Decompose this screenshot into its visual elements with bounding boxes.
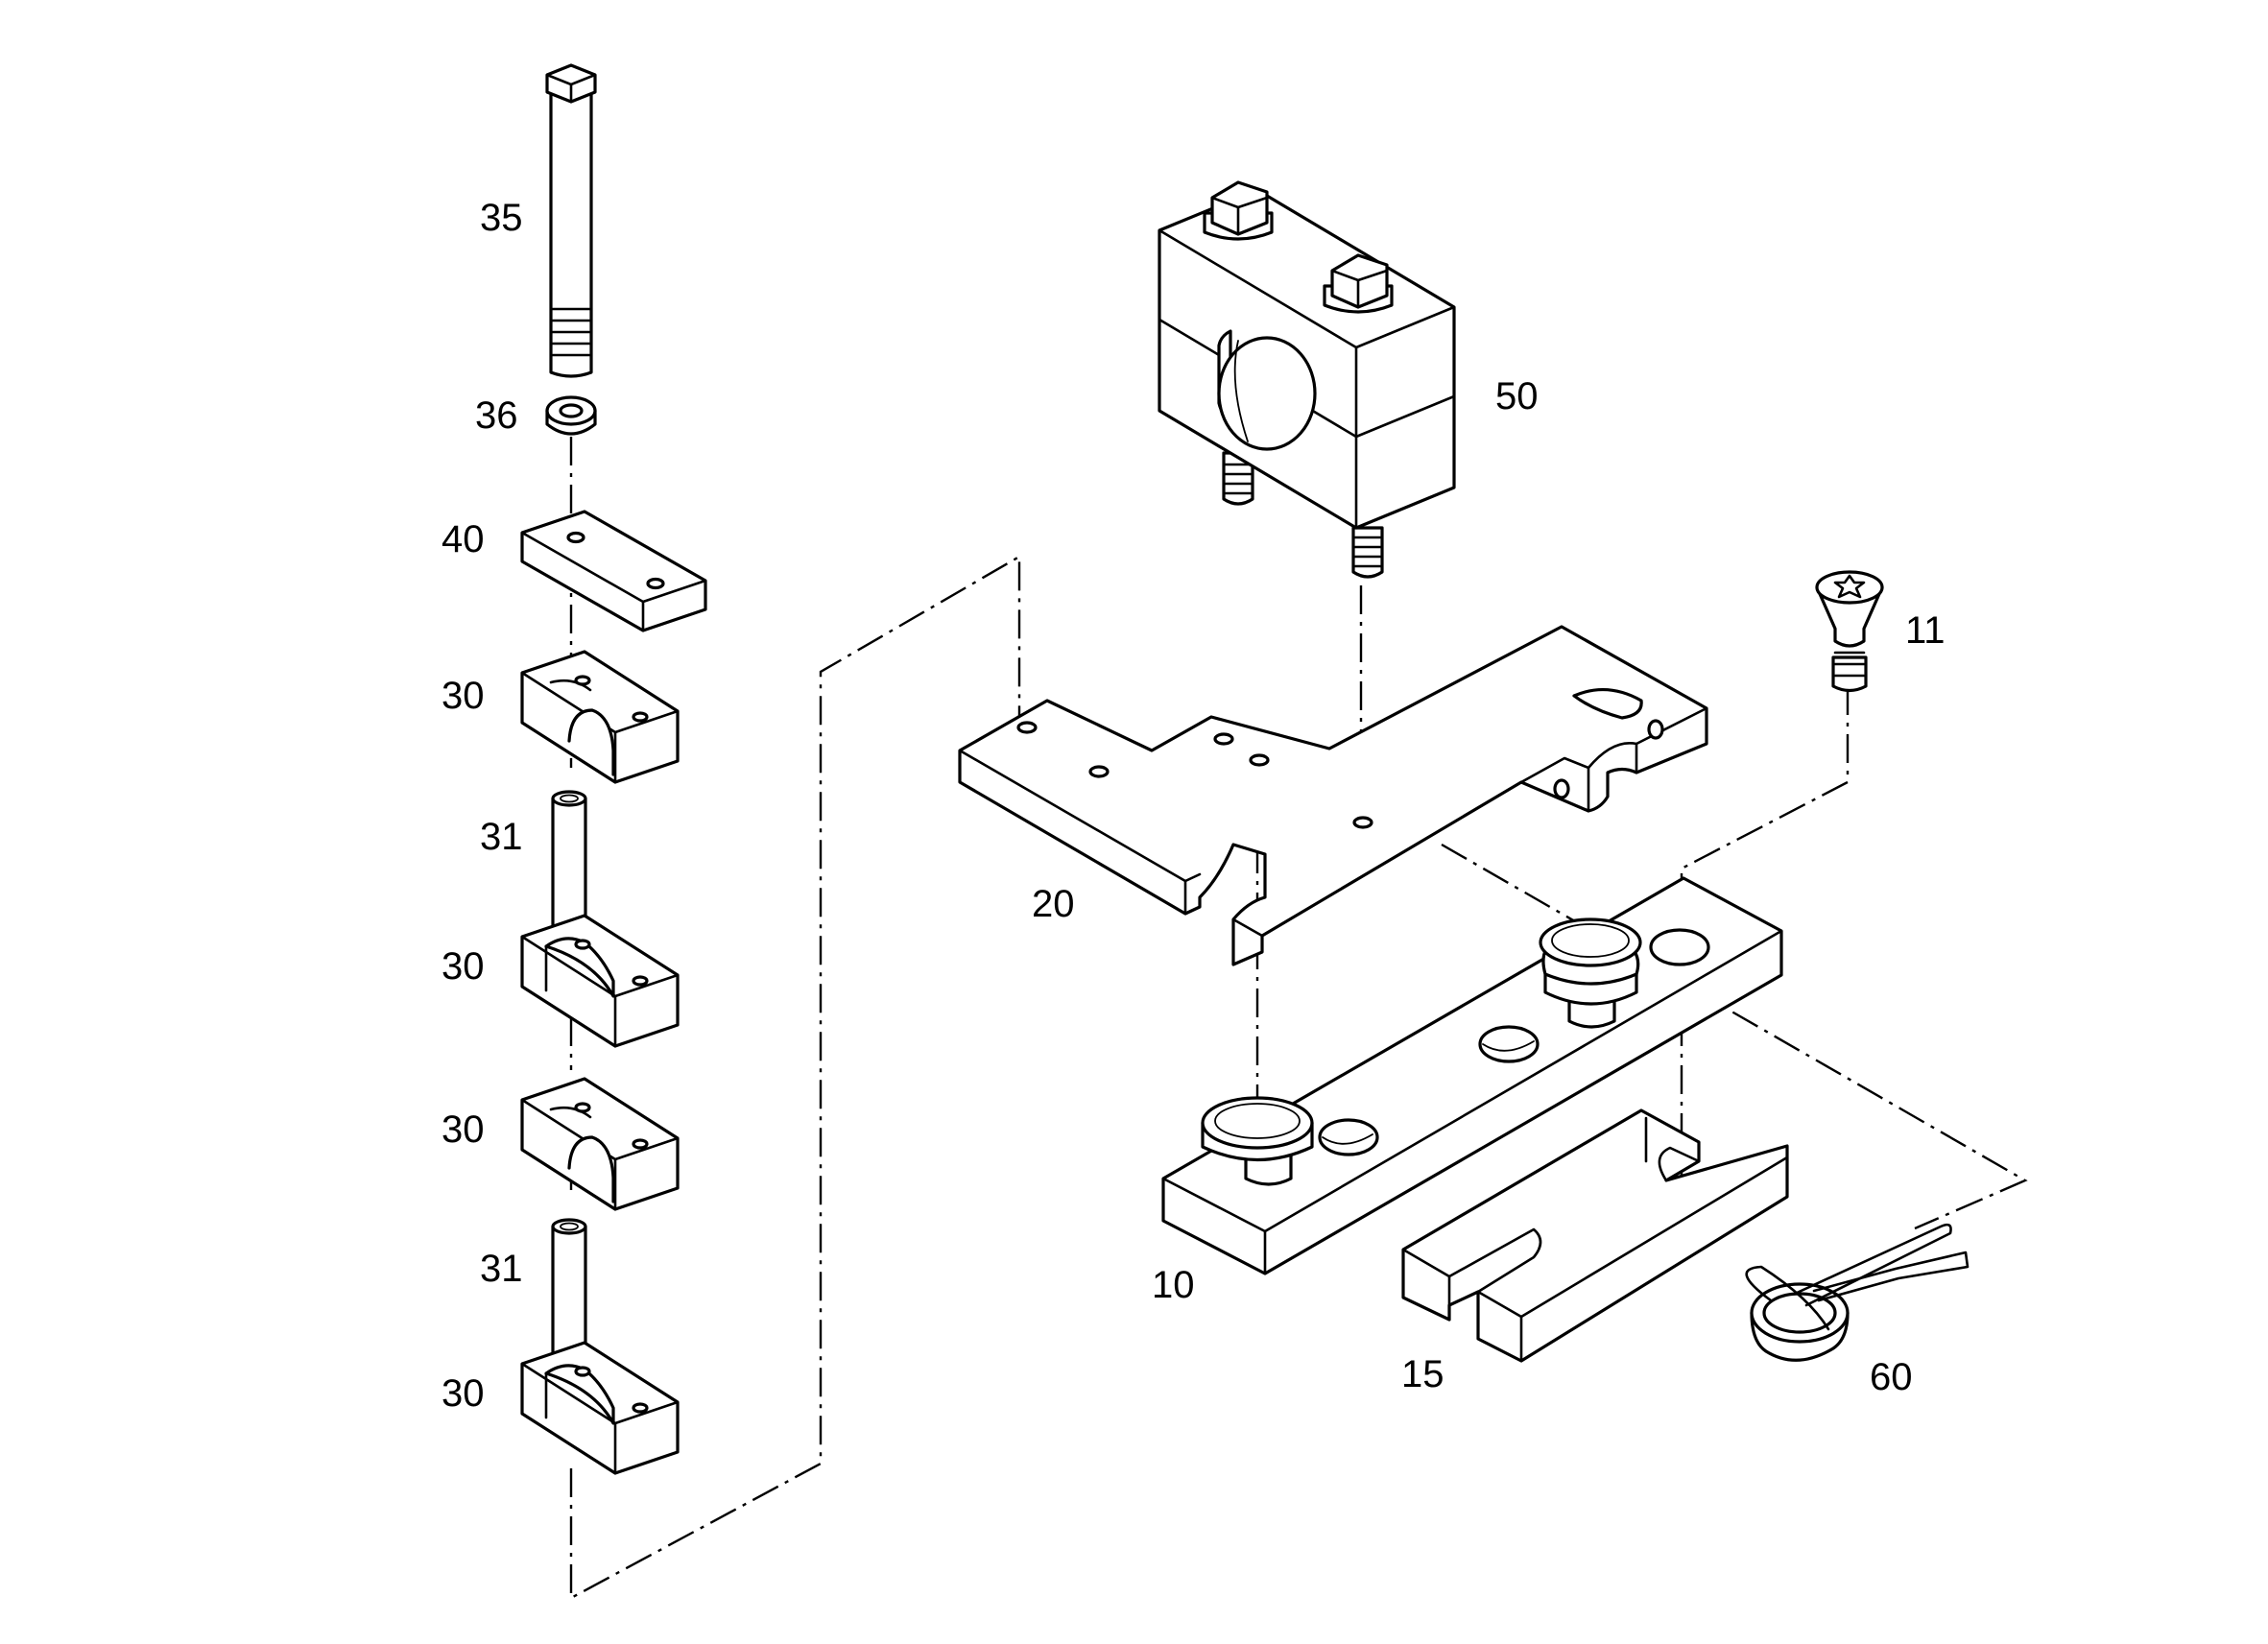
cover-plate-part-40: [520, 510, 707, 632]
callout-36: 36: [475, 394, 518, 437]
callout-30-b: 30: [442, 945, 485, 988]
clamp-half-part-30-b: [520, 914, 680, 1048]
clamp-half-part-30-a: [520, 650, 680, 784]
clamp-half-part-30-c: [520, 1077, 680, 1211]
torx-screw-part-11: [1815, 570, 1884, 693]
r-clip-part-60: [1745, 1223, 1970, 1362]
adapter-plate-part-10: [1161, 876, 1783, 1275]
hex-bolt-part-35: [545, 63, 597, 378]
callout-10: 10: [1152, 1264, 1195, 1306]
callout-35: 35: [480, 197, 523, 239]
assembly-axis-lines: [569, 437, 2028, 1601]
callout-20: 20: [1032, 883, 1075, 925]
callout-15: 15: [1401, 1353, 1444, 1395]
callout-40: 40: [442, 518, 485, 560]
callout-30-d: 30: [442, 1372, 485, 1415]
pipe-clamp-block-part-50: [1158, 180, 1456, 579]
callout-11: 11: [1905, 609, 1946, 652]
base-plate-part-20: [958, 625, 1708, 966]
clamp-half-part-30-d: [520, 1341, 680, 1475]
callout-labels: 35 36 40 30 31 30 30 31 30 50 11 20 10 1…: [442, 197, 1946, 1415]
callout-60: 60: [1870, 1356, 1913, 1398]
washer-part-36: [545, 395, 597, 436]
callout-31-a: 31: [480, 816, 523, 858]
callout-30-c: 30: [442, 1108, 485, 1151]
callout-50: 50: [1495, 375, 1539, 417]
callout-31-b: 31: [480, 1248, 523, 1290]
callout-30-a: 30: [442, 675, 485, 717]
spacer-part-15: [1401, 1108, 1789, 1363]
